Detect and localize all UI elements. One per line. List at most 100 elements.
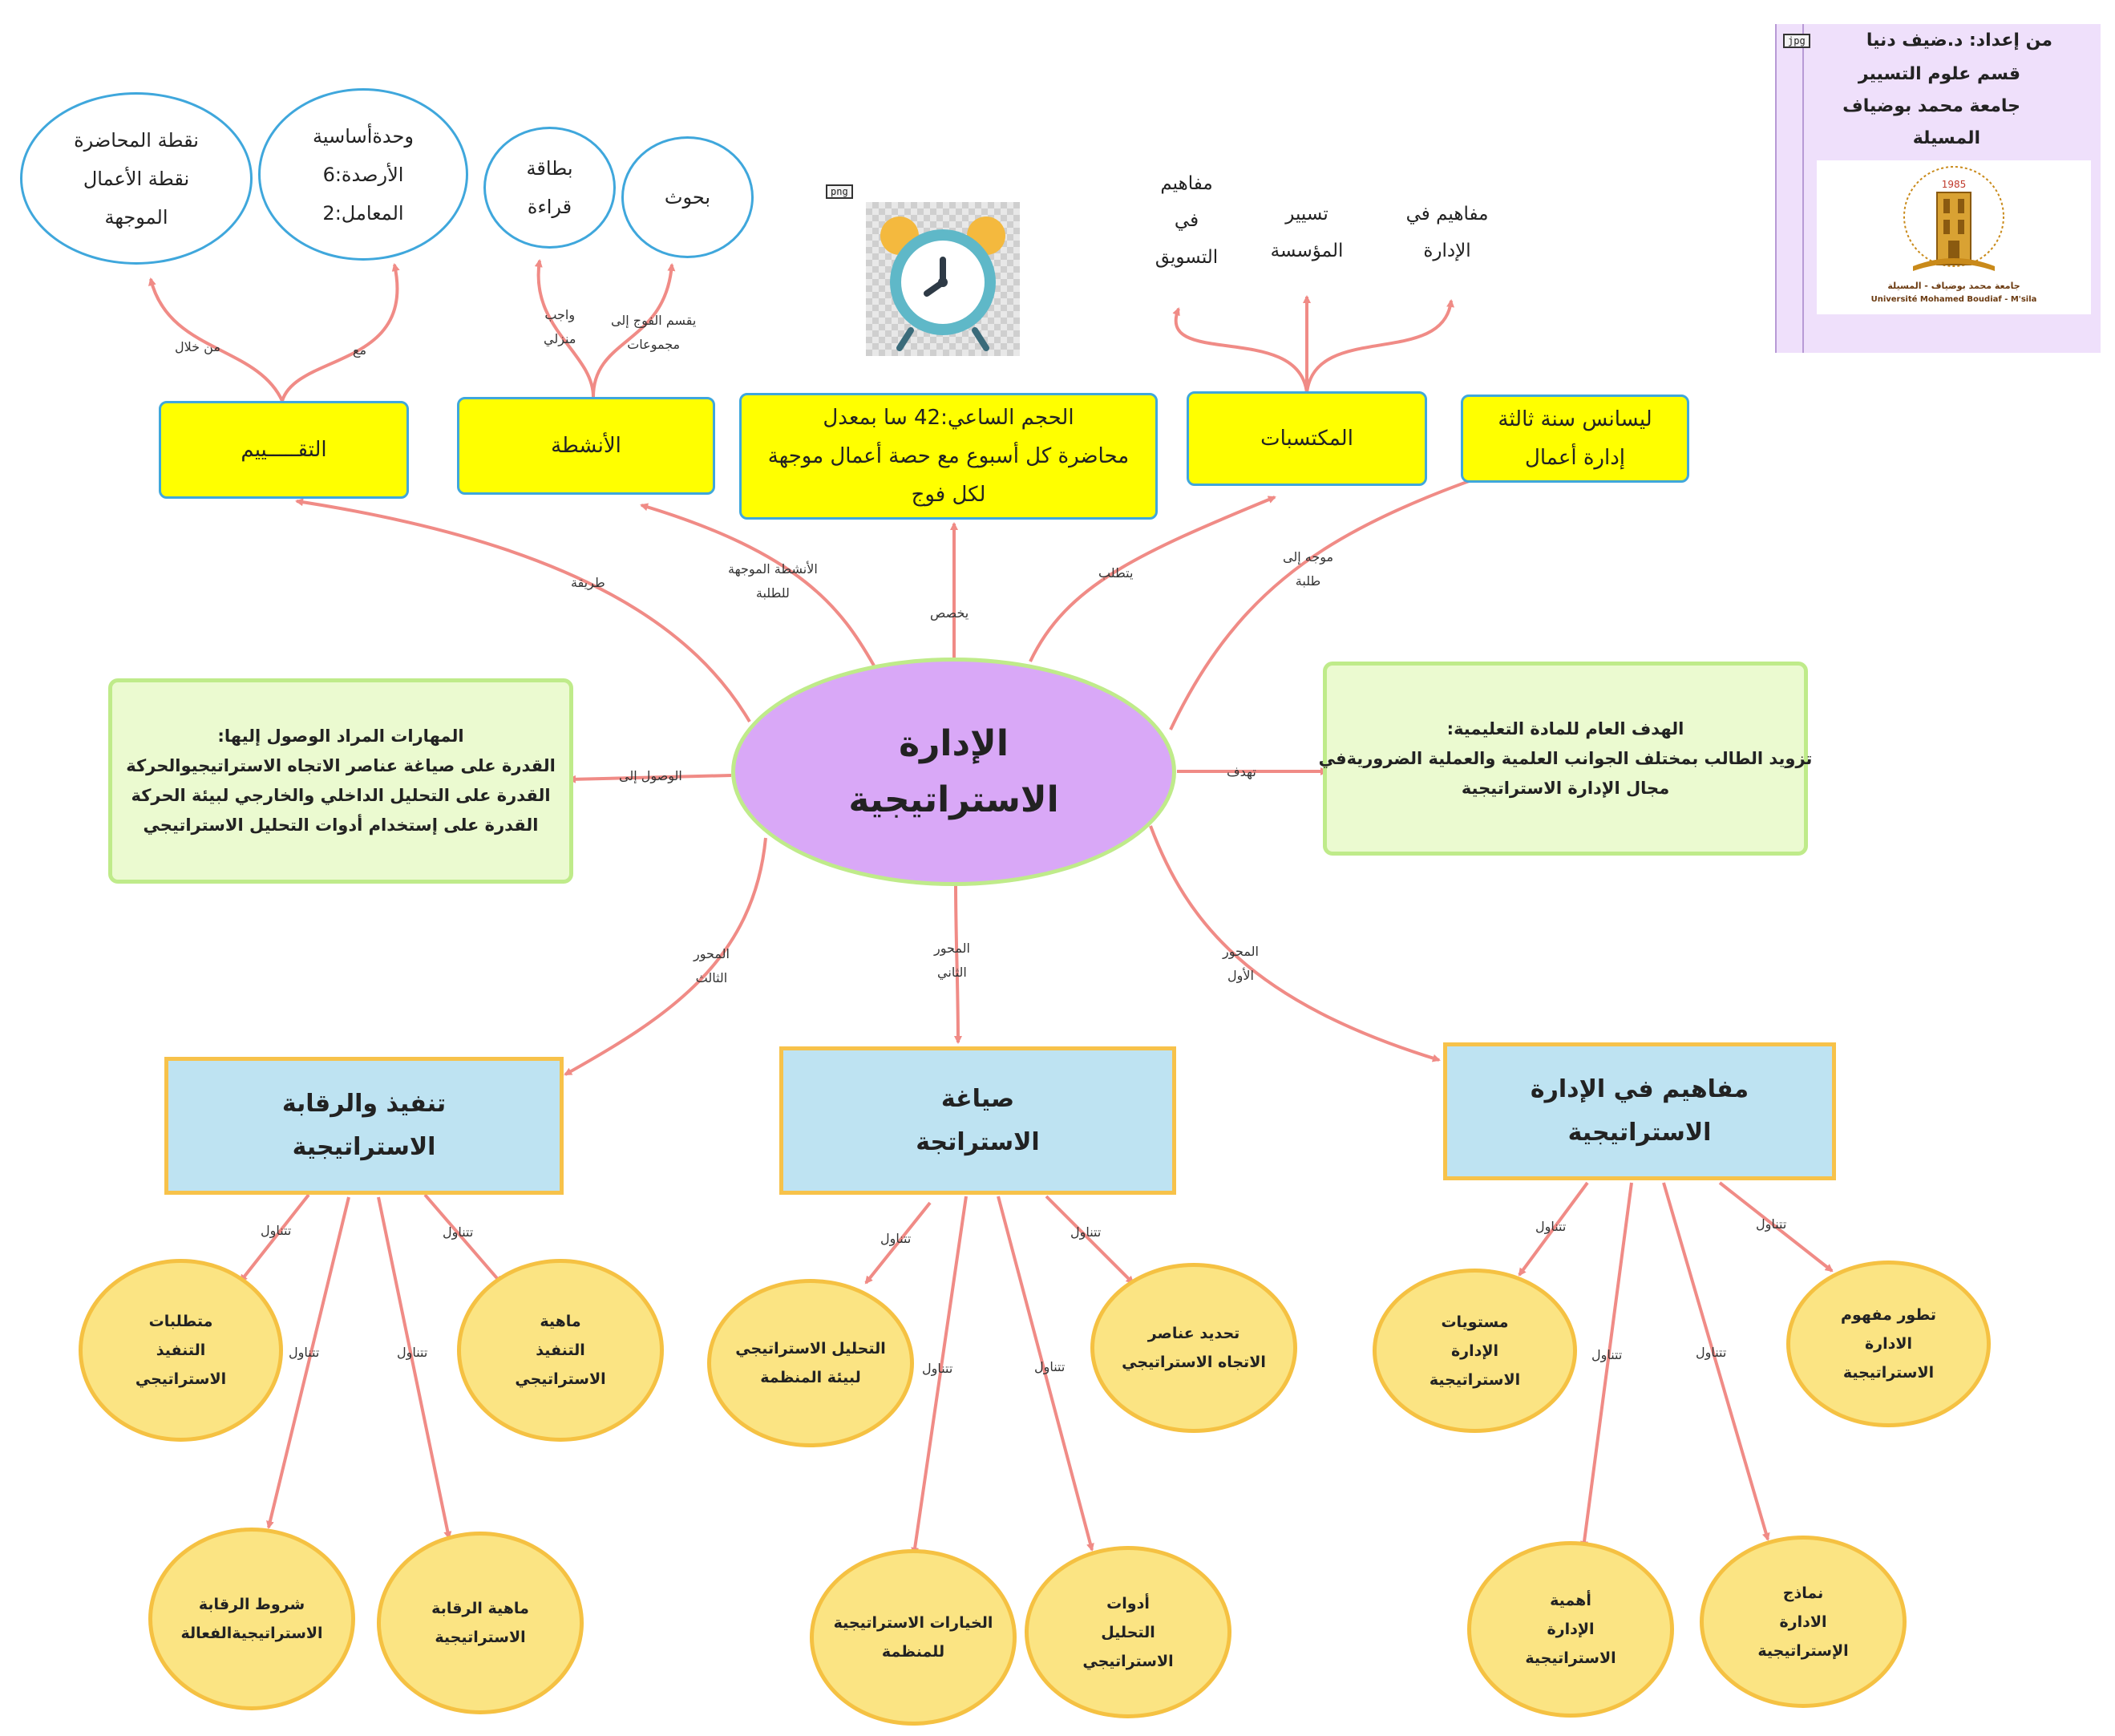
edge-center-acquirements [1029,496,1276,662]
node-text: مستويات [1441,1313,1509,1331]
node-text: الاستراتجة [916,1127,1040,1156]
topic-management-levels: مستويات الإدارة الاستراتيجية [1373,1269,1577,1433]
node-text: الاستراتيجية [1842,1364,1935,1382]
topic-models: نماذج الادارة الإستراتيجية [1700,1536,1907,1708]
node-text: تسيير [1285,204,1328,225]
edge-label-covers: تتناول [1070,1220,1101,1244]
label-text: من خلال [175,339,220,354]
edge-label-covers: تتناول [880,1227,911,1251]
activities-box: الأنشطة [457,397,715,495]
research-ellipse: بحوث [621,136,754,258]
node-text: الاستراتيجية [1525,1649,1616,1667]
node-text: الاستراتيجية [435,1629,526,1646]
edge-center-axis1 [1149,825,1441,1062]
label-text: الثاني [937,965,967,980]
png-badge: png [826,184,853,199]
node-text: الاستراتيجية [1567,1119,1712,1147]
node-text: ماهية [540,1313,581,1330]
label-text: تتناول [880,1231,912,1246]
topic-concept-evolution: تطور مفهوم الادارة الاستراتيجية [1786,1261,1991,1427]
evaluation-marks-ellipse: نقطة المحاضرة نقطة الأعمال الموجهة [20,92,253,265]
university-line: جامعة محمد بوضياف [1842,96,2020,116]
evaluation-box: التقـــــييم [159,401,409,499]
node-text: الإدارة [1547,1621,1595,1638]
label-text: تتناول [1591,1347,1623,1362]
label-text: الثالث [695,970,728,985]
node-text: أدوات [1106,1594,1150,1613]
node-text: تزويد الطالب بمختلف الجوانب العلمية والع… [1318,748,1813,768]
label-text: مع [353,342,367,358]
author-info-card: jpg من إعداد: د.ضيف دنيا قسم علوم التسيي… [1775,24,2101,353]
edge-label-with: مع [353,338,366,362]
node-text: مفاهيم [1160,173,1213,194]
skills-box: المهارات المراد الوصول إليها: القدرة على… [108,678,573,884]
node-text: التقـــــييم [241,438,327,462]
city-line: المسيلة [1912,128,1980,148]
hourly-volume-box: الحجم الساعي:42 سا بمعدل محاضرة كل أسبوع… [739,393,1158,520]
node-text: قراءة [527,196,572,218]
label-text: مجموعات [627,337,681,352]
node-text: المؤسسة [1270,241,1344,261]
topic-importance: أهمية الإدارة الاستراتيجية [1467,1541,1674,1718]
topic-implementation-requirements: متطلبات التنفيذ الاستراتيجي [79,1259,283,1442]
topic-environment-analysis: التحليل الاستراتيجي لبيئة المنظمة [707,1279,914,1447]
edge-label-covers: تتناول [1034,1355,1065,1379]
logo-year: 1985 [1942,179,1967,190]
node-text: مفاهيم في الإدارة [1530,1075,1749,1103]
logo-caption-ar: جامعة محمد بوضياف - المسيلة [1887,281,2020,291]
label-text: يخصص [930,605,969,621]
node-text: ماهية الرقابة [431,1600,529,1617]
topic-implementation-nature: ماهية التنفيذ الاستراتيجي [457,1259,664,1442]
unit-credits-ellipse: وحدةأساسية الأرصدة:6 المعامل:2 [258,88,468,261]
node-text: بحوث [664,186,711,208]
node-text: لكل فوج [911,483,986,507]
edge-label-covers: تتناول [397,1341,427,1365]
node-text: الأنشطة [551,434,621,458]
label-text: للطلبة [755,585,790,601]
node-text: محاضرة كل أسبوع مع حصة أعمال موجهة [767,444,1130,468]
node-text: مجال الإدارة الاستراتيجية [1461,778,1670,798]
topic-control-conditions: شروط الرقابة الاستراتيجيةالفعالة [148,1528,355,1710]
label-text: واجب [544,307,576,322]
general-goal-box: الهدف العام للمادة التعليمية: تزويد الطا… [1319,662,1812,856]
node-text: التحليل الاستراتيجي [735,1340,886,1358]
node-text: ليسانس سنة ثالثة [1498,407,1652,431]
node-text: نماذج [1782,1584,1824,1602]
node-text: الاستراتيجية [292,1133,436,1161]
label-text: طلبة [1295,573,1321,589]
node-text: الإدارة [1450,1341,1499,1360]
jpg-badge: jpg [1783,34,1810,48]
label-text: طريقة [571,575,605,590]
edge-label-covers: تتناول [443,1220,473,1244]
node-text: للمنظمة [881,1643,945,1661]
node-text: نقطة الأعمال [83,167,190,190]
node-text: تطور مفهوم [1841,1306,1936,1324]
node-text: القدرة على صياغة عناصر الاتجاه الاستراتي… [126,756,556,775]
node-text: الادارة [1779,1613,1827,1631]
node-text: المكتسبات [1260,427,1353,451]
label-text: تتناول [289,1345,320,1360]
acquirements-box: المكتسبات [1187,391,1427,486]
edge-label-covers: تتناول [261,1219,291,1243]
label-text: الأنشطة الموجهة [728,561,818,577]
edge-label-directed: موجه إلى طلبة [1283,545,1333,593]
node-text: الاتجاه الاستراتيجي [1122,1354,1266,1371]
edge-label-aims: تهدف [1227,760,1256,784]
topic-control-nature: ماهية الرقابة الاستراتيجية [377,1532,584,1714]
topic-analysis-tools: أدوات التحليل الاستراتيجي [1025,1546,1231,1718]
edge-label-activities: الأنشطة الموجهة للطلبة [728,557,818,605]
edge-center-axis3 [564,837,767,1076]
node-text: التنفيذ [536,1341,585,1359]
label-text: موجه إلى [1283,549,1334,565]
edge-label-covers: تتناول [1696,1341,1726,1365]
label-text: تتناول [922,1361,953,1376]
node-text: الاستراتيجيةالفعالة [180,1625,323,1642]
node-text: الادارة [1864,1335,1913,1353]
label-text: المحور [1223,944,1259,959]
node-text: الاستراتيجي [515,1370,606,1388]
